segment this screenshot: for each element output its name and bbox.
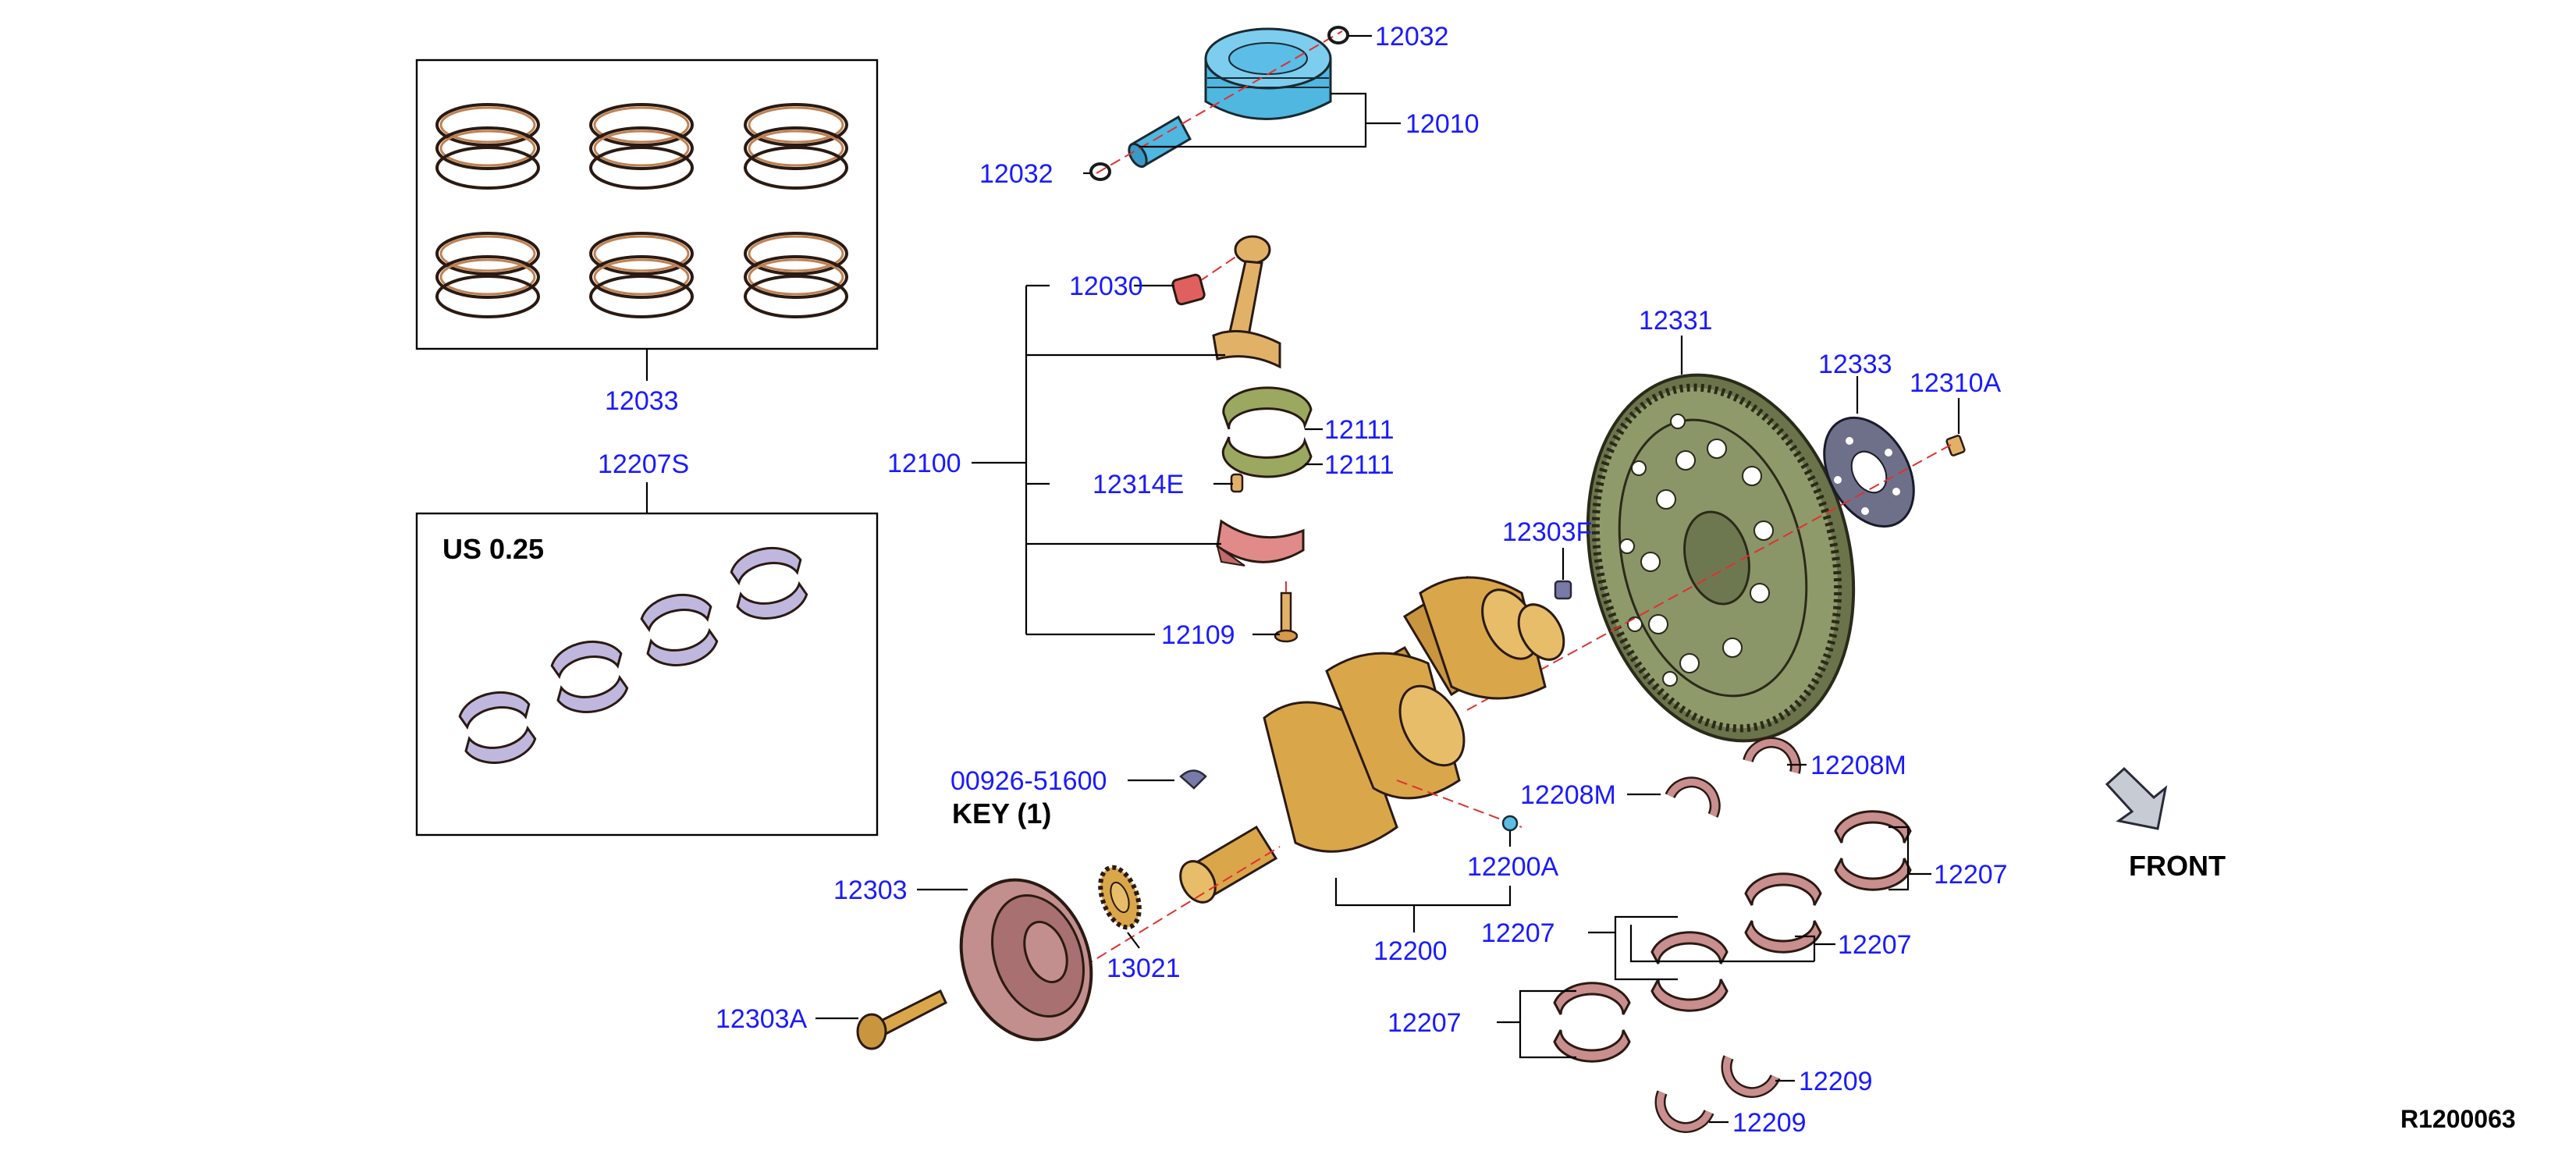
label-12303A[interactable]: 12303A	[716, 1004, 808, 1034]
front-arrow-icon	[2105, 766, 2168, 830]
conrod-bushing	[1171, 273, 1206, 306]
woodruff-key: 00926-51600 KEY (1)	[950, 766, 1207, 829]
key-quantity-label: KEY (1)	[952, 797, 1051, 829]
label-12314E[interactable]: 12314E	[1093, 470, 1184, 499]
label-12033[interactable]: 12033	[605, 386, 679, 416]
label-12208M-right[interactable]: 12208M	[1810, 751, 1906, 780]
undersize-label: US 0.25	[442, 533, 544, 565]
label-12303F[interactable]: 12303F	[1502, 517, 1592, 547]
label-12303[interactable]: 12303	[833, 876, 908, 905]
piston-ring-set	[435, 103, 848, 318]
label-12310A[interactable]: 12310A	[1910, 368, 2002, 398]
crank-pulley: 12303	[833, 876, 1093, 1042]
undersize-bearing-set-box: 12207S US 0.25	[415, 449, 879, 837]
connecting-rod-assembly: 12030 12100 12314E 12109 12111 12111	[887, 235, 1395, 650]
label-00926-51600[interactable]: 00926-51600	[950, 766, 1107, 796]
piston-ring-set-box: 12033	[415, 59, 879, 416]
connecting-rod	[1212, 235, 1281, 369]
undersize-bearing-shells	[458, 546, 808, 764]
main-bearings: 12208M 12208M 12207 12207 12207	[1387, 737, 2008, 1138]
label-12010[interactable]: 12010	[1405, 109, 1480, 139]
front-label: FRONT	[2129, 850, 2226, 882]
label-12209-left[interactable]: 12209	[1732, 1108, 1807, 1138]
label-12207-center-right[interactable]: 12207	[1838, 930, 1912, 960]
crank-pulley-bolt: 12303A	[716, 989, 947, 1050]
label-12200A[interactable]: 12200A	[1467, 852, 1559, 882]
label-12207S[interactable]: 12207S	[598, 449, 689, 479]
drive-plate-bolt: 12310A	[1910, 368, 2002, 456]
connecting-rod-cap	[1216, 519, 1305, 567]
upper-rod-bearing	[1222, 386, 1313, 430]
label-12030[interactable]: 12030	[1069, 272, 1143, 301]
piston-pin	[1128, 115, 1192, 169]
crank-sprocket: 13021	[1098, 865, 1181, 983]
label-12331[interactable]: 12331	[1639, 306, 1713, 336]
connecting-rod-bolt	[1274, 591, 1299, 643]
label-12032-upper[interactable]: 12032	[1375, 22, 1449, 52]
drive-plate: 12331	[1586, 306, 1856, 743]
crankshaft	[1179, 575, 1565, 904]
snap-ring-upper	[1327, 26, 1349, 44]
label-12100[interactable]: 12100	[887, 449, 961, 478]
label-12032-lower[interactable]: 12032	[979, 159, 1053, 189]
piston	[1204, 27, 1332, 120]
label-12207-center-left[interactable]: 12207	[1481, 918, 1555, 948]
crank-plug: 12200A	[1467, 815, 1559, 882]
label-12111-upper[interactable]: 12111	[1324, 415, 1395, 445]
lower-rod-bearing	[1221, 436, 1313, 478]
label-13021[interactable]: 13021	[1107, 954, 1181, 983]
snap-ring-lower	[1089, 162, 1111, 181]
reference-code: R1200063	[2400, 1105, 2516, 1133]
rod-cap-dowel	[1230, 473, 1244, 493]
pilot-converter: 12303F	[1502, 517, 1592, 600]
label-12209-right[interactable]: 12209	[1799, 1067, 1873, 1096]
piston-assembly: 12032 12032 12010	[979, 22, 1480, 189]
reinforcement-plate: 12333	[1818, 350, 1915, 528]
label-12109[interactable]: 12109	[1161, 620, 1235, 650]
label-12207-right[interactable]: 12207	[1934, 860, 2008, 890]
label-12111-lower[interactable]: 12111	[1324, 450, 1395, 480]
label-12200[interactable]: 12200	[1373, 936, 1448, 966]
label-12208M-left[interactable]: 12208M	[1520, 780, 1616, 810]
label-12333[interactable]: 12333	[1818, 350, 1892, 379]
label-12207-left[interactable]: 12207	[1387, 1008, 1462, 1038]
